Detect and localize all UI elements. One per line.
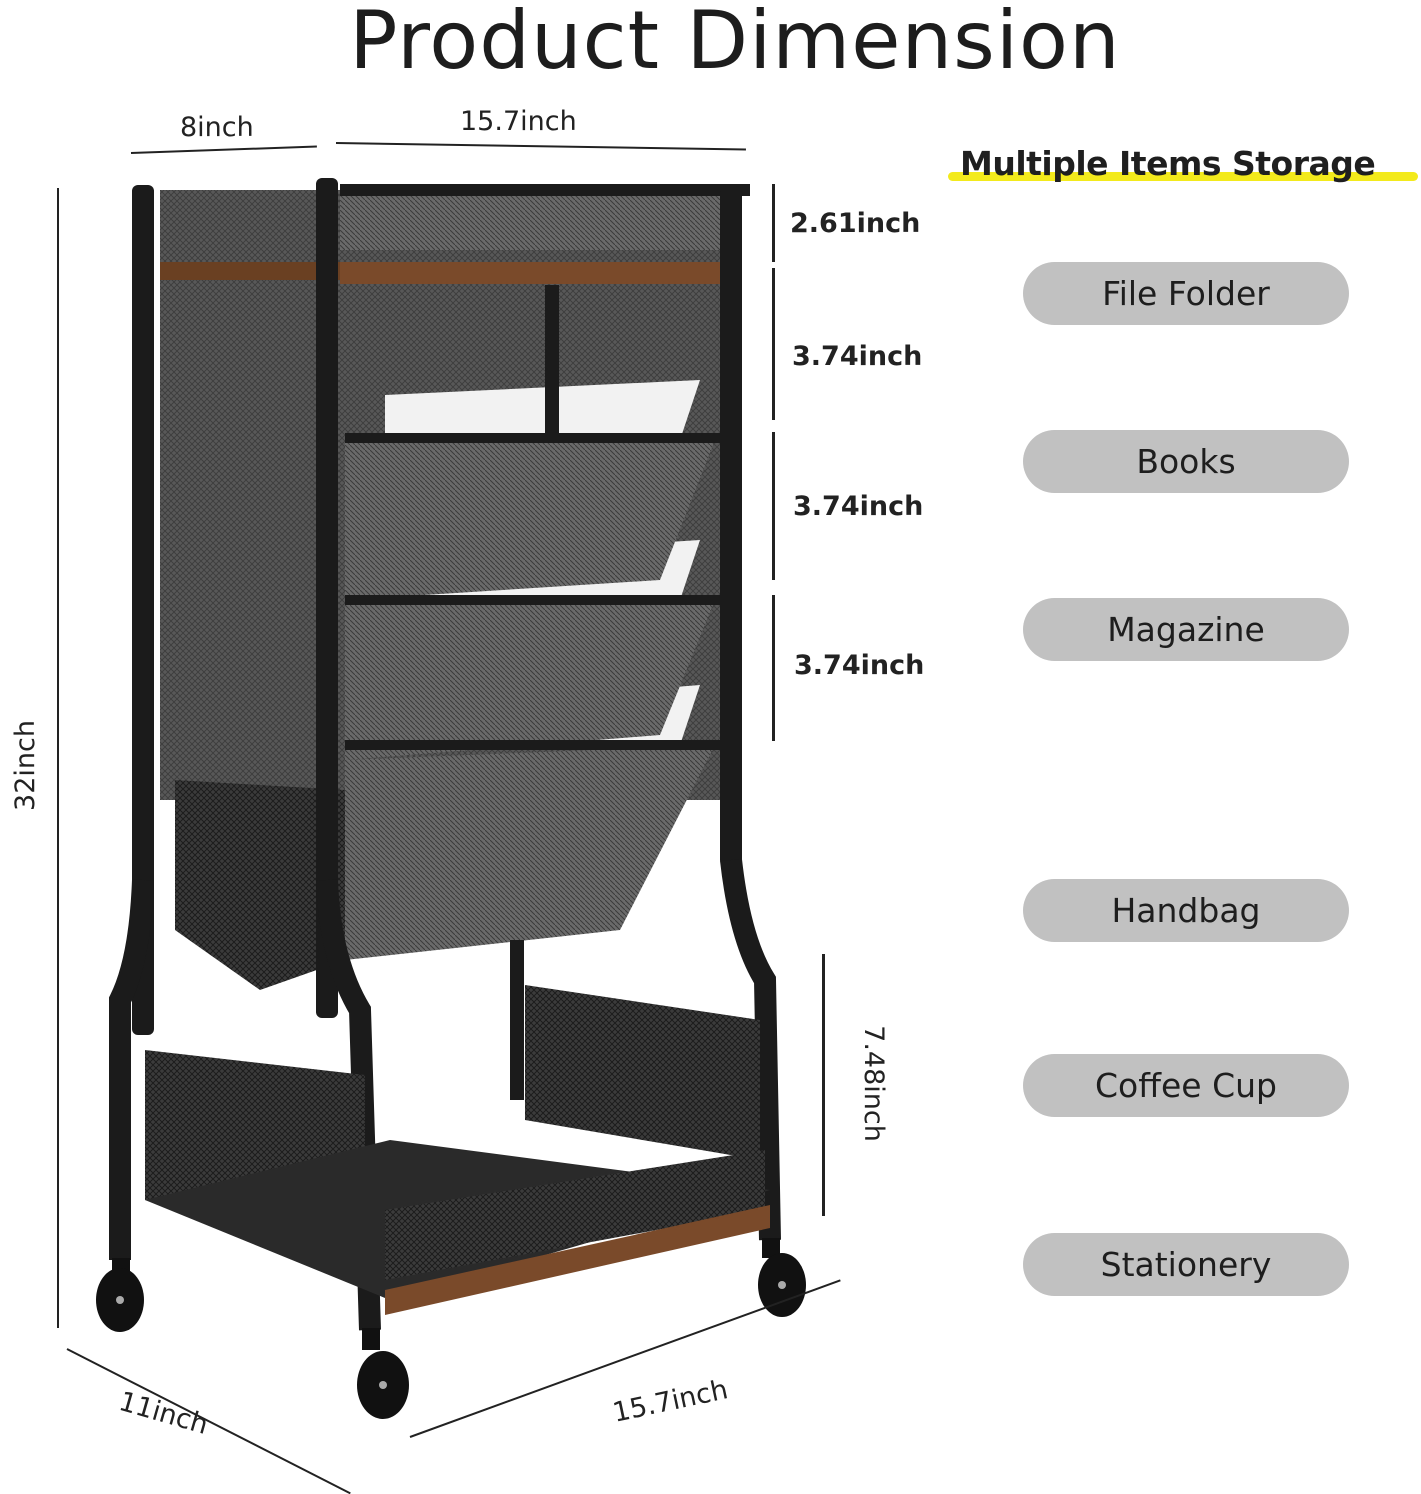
shelf-height-label-1: 2.61inch [790, 208, 921, 239]
shelf-height-label-2: 3.74inch [792, 341, 923, 372]
shelf-height-line-3 [772, 432, 775, 580]
shelf-height-line-4 [772, 595, 775, 741]
product-cart-illustration [96, 178, 806, 1419]
title-highlight [948, 172, 1418, 181]
width-top-label: 15.7inch [460, 106, 577, 137]
storage-item-magazine: Magazine [1023, 598, 1349, 661]
shelf-height-label-3: 3.74inch [793, 491, 924, 522]
storage-item-file-folder: File Folder [1023, 262, 1349, 325]
storage-item-books: Books [1023, 430, 1349, 493]
storage-title: Multiple Items Storage [960, 144, 1376, 183]
shelf-height-label-4: 3.74inch [794, 650, 925, 681]
storage-item-coffee-cup: Coffee Cup [1023, 1054, 1349, 1117]
basket-height-label: 7.48inch [857, 1025, 889, 1142]
height-line [57, 188, 59, 1328]
depth-top-label: 8inch [180, 112, 254, 143]
page-title: Product Dimension [349, 0, 1121, 87]
storage-item-handbag: Handbag [1023, 879, 1349, 942]
basket-height-line [822, 954, 825, 1216]
shelf-height-line-1 [772, 184, 775, 262]
height-label: 32inch [9, 720, 41, 811]
shelf-height-line-2 [772, 268, 775, 420]
storage-item-stationery: Stationery [1023, 1233, 1349, 1296]
